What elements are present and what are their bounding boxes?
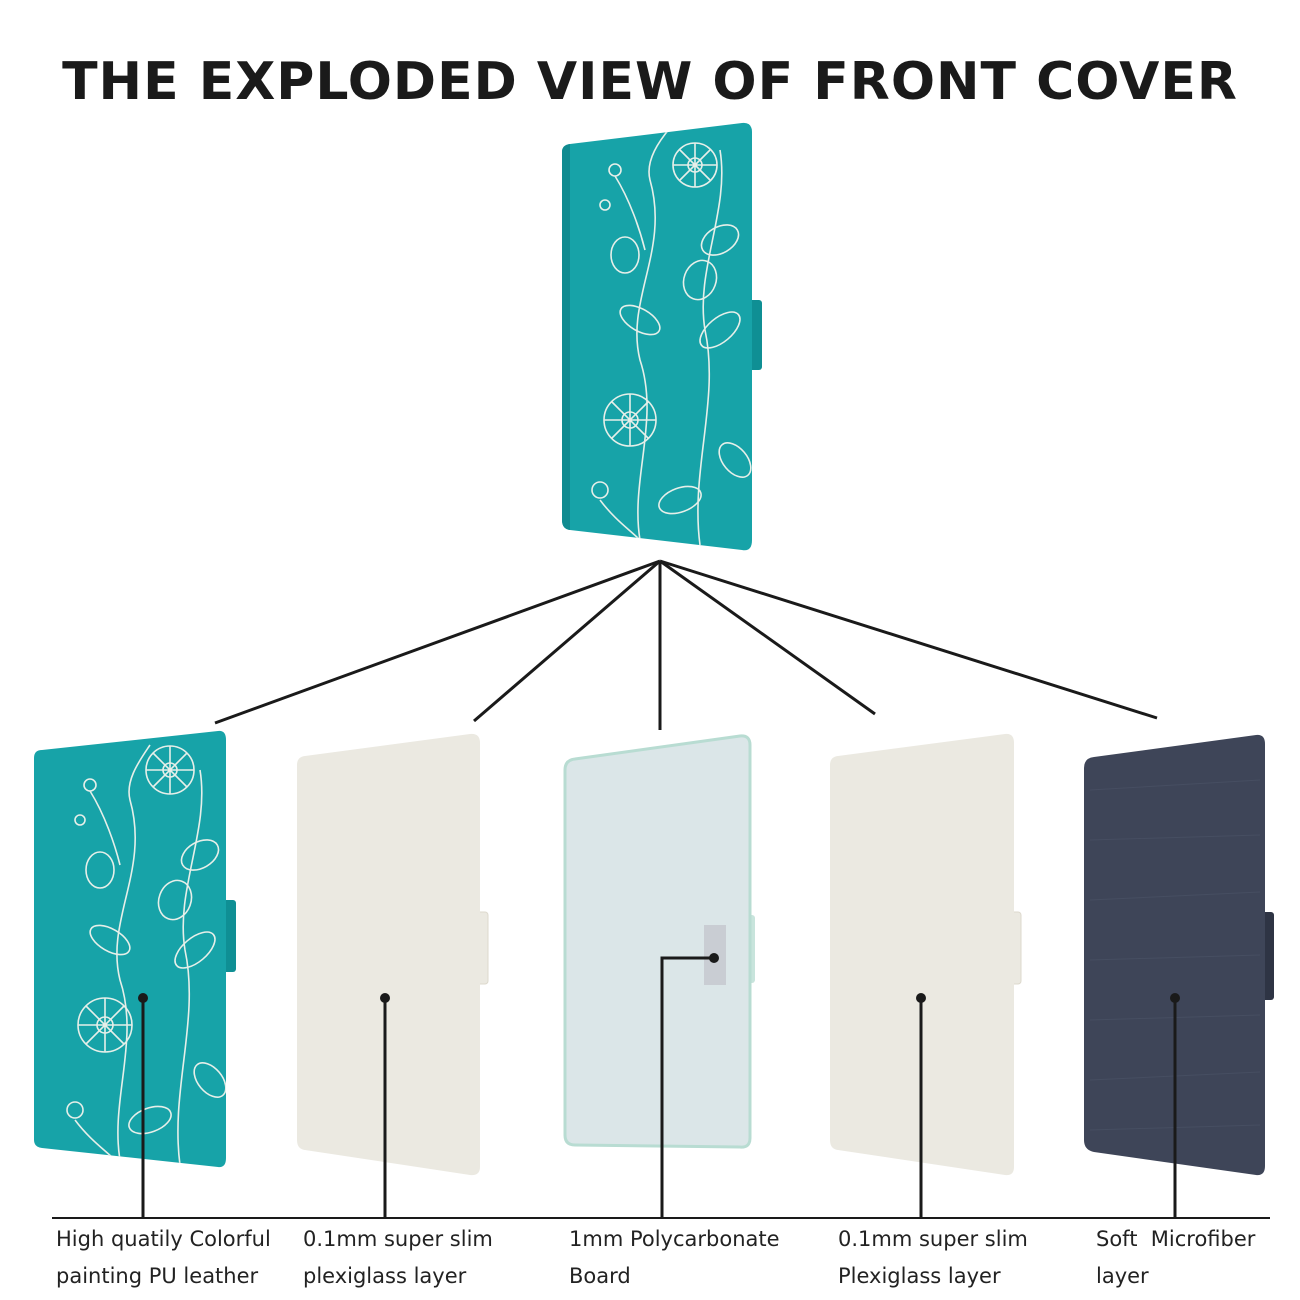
layer-plexiglass-1 — [297, 733, 489, 1176]
layer-label-microfiber: Soft Microfiber layer — [1096, 1221, 1255, 1295]
layer-label-plexiglass-1: 0.1mm super slim plexiglass layer — [303, 1221, 493, 1295]
assembled-front-cover — [562, 122, 762, 551]
layer-label-line: 0.1mm super slim — [838, 1227, 1028, 1251]
callout-leader-3 — [660, 956, 714, 1217]
layer-5-body — [1084, 734, 1265, 1176]
layer-3-body — [563, 734, 752, 1149]
layer-label-line: 1mm Polycarbonate — [569, 1227, 780, 1251]
layer-label-line: painting PU leather — [56, 1264, 259, 1288]
connector-line-1 — [214, 559, 661, 725]
layer-microfiber — [1084, 734, 1274, 1176]
layer-label-line: 0.1mm super slim — [303, 1227, 493, 1251]
layer-label-line: Soft Microfiber — [1096, 1227, 1256, 1251]
layer-plexiglass-2 — [830, 733, 1022, 1176]
layer-2-body — [297, 733, 480, 1176]
layer-label-line: layer — [1096, 1264, 1149, 1288]
callout-dot-2 — [380, 993, 390, 1003]
layer-pu-leather — [34, 730, 236, 1168]
layer-1-floral-pattern — [66, 744, 226, 1166]
top-cover-floral-pattern — [591, 127, 752, 546]
connector-line-2 — [473, 559, 661, 723]
layer-label-plexiglass-2: 0.1mm super slim Plexiglass layer — [838, 1221, 1028, 1295]
layer-label-polycarbonate: 1mm Polycarbonate Board — [569, 1221, 780, 1295]
layer-label-line: Plexiglass layer — [838, 1264, 1001, 1288]
callout-dot-1 — [138, 993, 148, 1003]
callout-dots — [138, 953, 1180, 1003]
top-cover-spine — [562, 130, 570, 550]
callout-dot-4 — [916, 993, 926, 1003]
layer-label-pu-leather: High quatily Colorful painting PU leathe… — [56, 1221, 271, 1295]
top-cover-body — [562, 122, 752, 551]
callout-dot-3 — [709, 953, 719, 963]
connector-line-5 — [659, 559, 1158, 720]
diagram-title: THE EXPLODED VIEW OF FRONT COVER — [62, 52, 1238, 112]
callout-dot-5 — [1170, 993, 1180, 1003]
layer-label-line: Board — [569, 1264, 631, 1288]
layer-label-line: High quatily Colorful — [56, 1227, 271, 1251]
connector-line-4 — [659, 559, 876, 716]
layer-4-body — [830, 733, 1014, 1176]
callout-leaders — [141, 956, 1177, 1217]
connector-lines — [214, 559, 1158, 730]
layer-label-line: plexiglass layer — [303, 1264, 467, 1288]
layer-polycarbonate — [563, 734, 755, 1149]
